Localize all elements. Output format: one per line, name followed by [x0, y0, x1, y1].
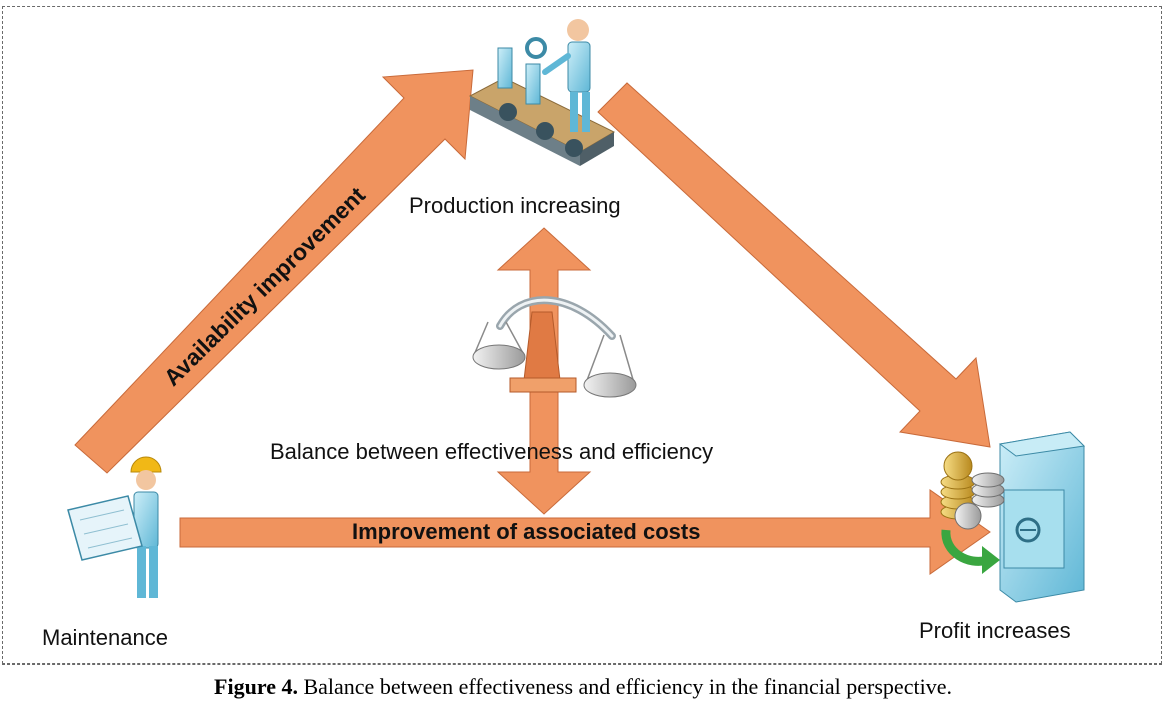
- caption-label: Figure 4.: [214, 674, 298, 699]
- costs-label: Improvement of associated costs: [352, 519, 701, 544]
- balance-scale-icon: [472, 296, 637, 398]
- profit-label: Profit increases: [919, 618, 1071, 643]
- caption-separator: [2, 664, 1162, 665]
- balance-label: Balance between effectiveness and effici…: [270, 439, 714, 464]
- availability-label: Availability improvement: [159, 182, 371, 391]
- safe-coins-icon: [940, 431, 1086, 603]
- figure-caption: Figure 4. Balance between effectiveness …: [0, 674, 1166, 700]
- caption-text: Balance between effectiveness and effici…: [303, 674, 952, 699]
- production-label: Production increasing: [409, 193, 621, 218]
- figure-frame: [2, 6, 1162, 664]
- worker-conveyor-icon: [468, 19, 616, 166]
- maintenance-label: Maintenance: [42, 625, 168, 650]
- diagram-canvas: Availability improvement: [67, 19, 1086, 603]
- engineer-blueprint-icon: [67, 456, 162, 598]
- production-to-profit-arrow: [597, 82, 991, 448]
- availability-arrow: [74, 69, 474, 474]
